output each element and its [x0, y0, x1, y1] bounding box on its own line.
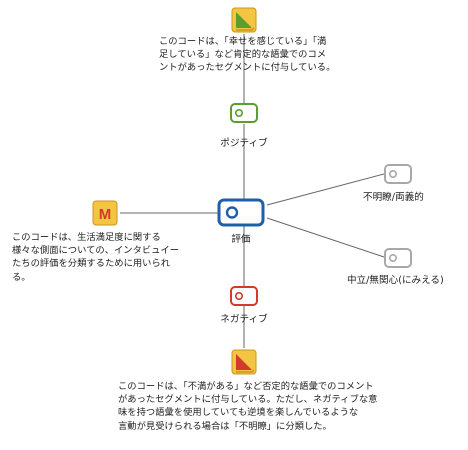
code-neutral-label: 中立/無関心(にみえる) [347, 275, 444, 286]
svg-text:M: M [99, 206, 112, 223]
memo-positive-icon[interactable] [231, 7, 257, 33]
neutral-link [266, 217, 385, 258]
code-unclear-icon[interactable] [384, 164, 412, 184]
connectors [120, 34, 385, 348]
code-positive-label: ポジティブ [220, 138, 268, 149]
code-root-label: 評価 [231, 234, 251, 245]
code-neutral-icon[interactable] [384, 248, 412, 268]
memo-root-icon[interactable]: M [92, 200, 118, 226]
memo-root-text: このコードは、生活満足度に関する 様々な側面についての、インタビュイー たちの評… [12, 232, 180, 283]
memo-negative-icon[interactable] [231, 349, 257, 375]
code-positive-icon[interactable] [230, 103, 258, 123]
code-unclear-label: 不明瞭/両義的 [363, 192, 424, 203]
unclear-link [266, 173, 385, 206]
code-root-icon[interactable] [217, 198, 265, 227]
code-negative-icon[interactable] [230, 286, 258, 306]
memo-positive-text: このコードは、「幸せを感じている」「満 足している」など肯定的な語彙でのコメ ン… [159, 36, 336, 74]
code-negative-label: ネガティブ [220, 314, 268, 325]
memo-negative-text: このコードは、「不満がある」など否定的な語彙でのコメント があったセグメントに付… [118, 381, 378, 432]
